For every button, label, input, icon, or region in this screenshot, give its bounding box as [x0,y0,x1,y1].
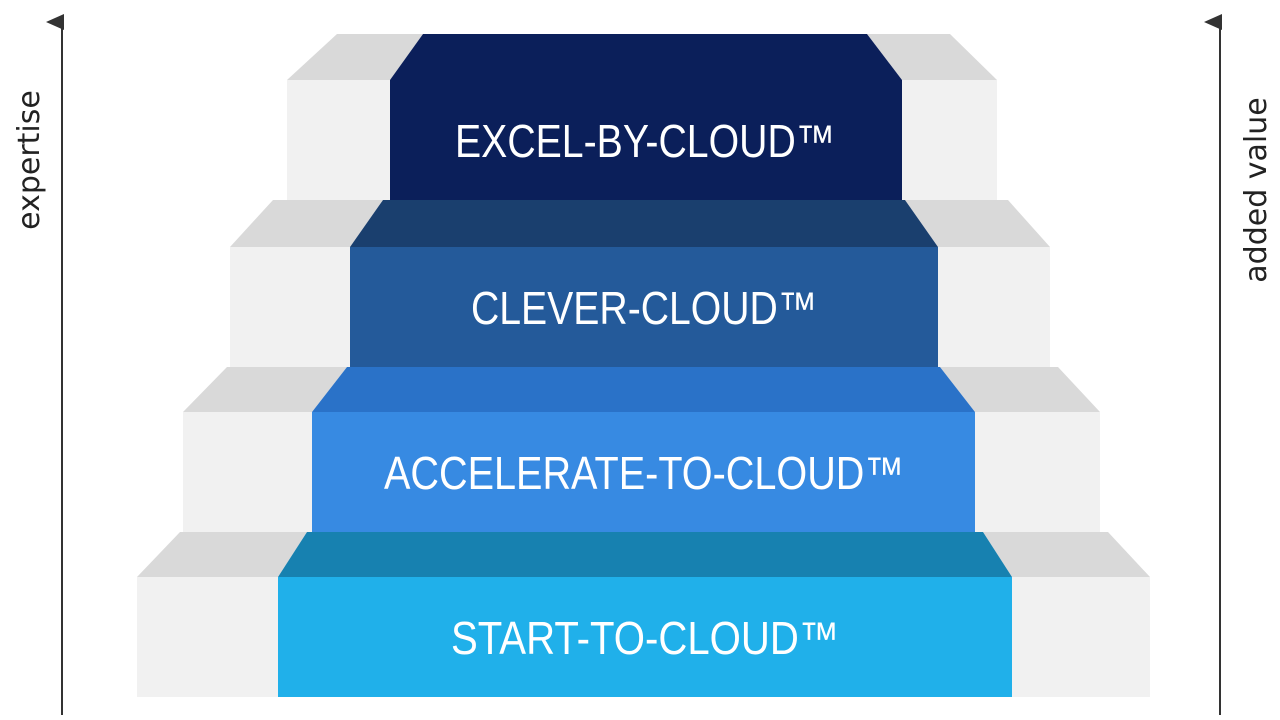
step-label: CLEVER-CLOUD™ [471,282,817,334]
step-label: START-TO-CLOUD™ [451,612,839,664]
added-value-label: added value [1239,97,1274,282]
step-top-surface [390,34,902,80]
step-start-to-cloud: START-TO-CLOUD™ [278,532,1012,697]
step-top-surface [278,532,1012,577]
step-label: EXCEL-BY-CLOUD™ [455,115,835,167]
step-face [390,80,902,200]
step-face [350,247,938,367]
step-clever-cloud: CLEVER-CLOUD™ [350,200,938,367]
step-top-surface [350,200,938,247]
gray-side-blocks [137,34,1150,697]
step-face [312,412,975,532]
step-excel-by-cloud: EXCEL-BY-CLOUD™ [390,34,902,200]
step-label: ACCELERATE-TO-CLOUD™ [384,447,904,499]
step-face [278,577,1012,697]
expertise-label: expertise [12,90,47,230]
step-accelerate-to-cloud: ACCELERATE-TO-CLOUD™ [312,367,975,532]
step-top-surface [312,367,975,412]
